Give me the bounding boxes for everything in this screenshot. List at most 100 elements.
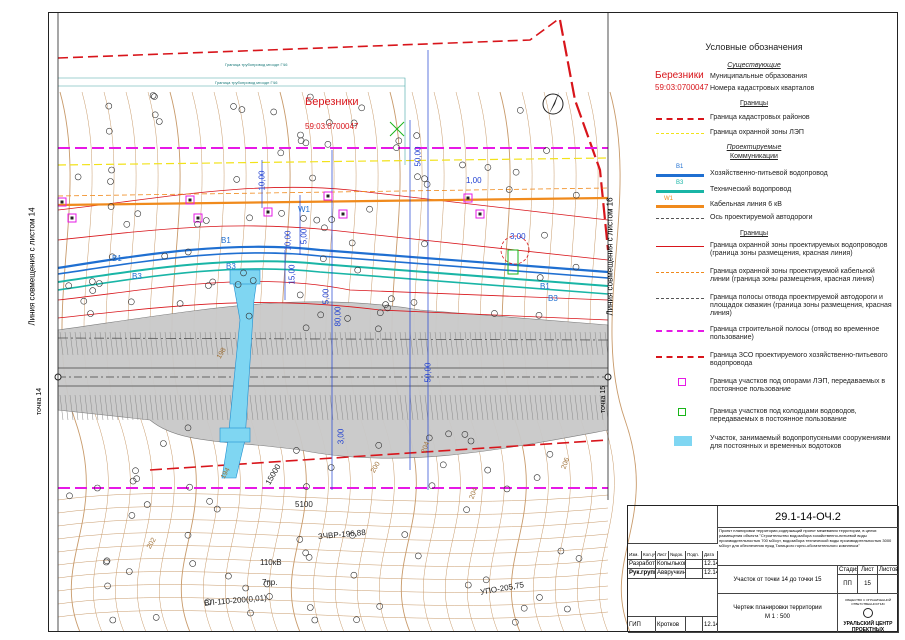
dim-label: 5,00 xyxy=(321,288,331,305)
tree-icon xyxy=(354,266,362,274)
stamp-code: 29.1-14-ОЧ.2 xyxy=(718,506,899,528)
tree-icon xyxy=(151,111,159,119)
stamp-row1-role: Разработал xyxy=(628,560,656,569)
tree-icon xyxy=(106,127,113,135)
tree-icon xyxy=(128,512,136,519)
hatch-line xyxy=(594,331,599,356)
bottom-label: 5100 xyxy=(295,500,313,509)
tree-icon xyxy=(410,299,418,306)
tree-icon xyxy=(425,434,433,442)
tree-icon xyxy=(143,501,151,508)
stamp-stage-header: Стадия xyxy=(838,566,858,575)
tree-icon xyxy=(129,477,137,485)
tree-icon xyxy=(533,474,541,481)
stamp-sheet-header: Лист xyxy=(858,566,878,575)
tree-icon xyxy=(505,186,513,193)
hatch-line xyxy=(449,394,454,421)
hatch-line xyxy=(274,394,279,421)
hatch-line xyxy=(349,394,354,421)
hatch-line xyxy=(264,331,269,356)
tree-icon xyxy=(376,309,384,317)
hatch-line xyxy=(379,394,384,421)
hatch-line xyxy=(539,331,544,356)
hatch-line xyxy=(269,394,274,421)
stamp-col-header: Подп. xyxy=(686,551,703,560)
hatch-line xyxy=(559,394,564,421)
hatch-line xyxy=(479,394,484,421)
tree-icon xyxy=(388,295,395,303)
hatch-line xyxy=(184,394,189,421)
tree-icon xyxy=(393,144,400,151)
tree-icon xyxy=(176,300,184,307)
contour-line xyxy=(125,91,153,633)
hatch-line xyxy=(519,331,524,356)
hatch-line xyxy=(419,394,424,421)
stamp-col-header: №док. xyxy=(669,551,686,560)
tree-icon xyxy=(344,315,351,322)
hatch-line xyxy=(269,331,274,356)
hatch-line xyxy=(369,394,374,421)
legend-swatch-b2 xyxy=(656,272,704,273)
stamp-row2-sign xyxy=(686,569,703,579)
hatch-line xyxy=(334,331,339,356)
hatch-line xyxy=(469,394,474,421)
dim-label: 10,00 xyxy=(283,230,293,251)
power-support-icon xyxy=(263,207,273,217)
tree-icon xyxy=(439,461,447,469)
hatch-line xyxy=(179,394,184,421)
contour-line xyxy=(57,506,609,515)
hatch-line xyxy=(69,331,74,356)
hatch-line xyxy=(184,331,189,356)
legend-borders-header: Границы xyxy=(740,100,768,107)
hatch-line xyxy=(469,331,474,356)
hatch-line xyxy=(604,331,609,356)
hatch-line xyxy=(309,331,314,356)
hatch-line xyxy=(159,331,164,356)
tree-icon xyxy=(152,614,160,621)
hatch-line xyxy=(74,331,79,356)
hatch-line xyxy=(309,394,314,421)
hatch-line xyxy=(249,394,254,421)
hatch-line xyxy=(589,331,594,356)
hatch-line xyxy=(89,331,94,356)
legend-b4: Граница строительной полосы (отвод во вр… xyxy=(710,326,880,341)
tree-icon xyxy=(543,147,550,154)
hatch-line xyxy=(344,394,349,421)
tree-icon xyxy=(309,174,316,182)
dim-label: 50,00 xyxy=(423,362,433,383)
dim-label: 10,00 xyxy=(257,170,267,191)
tree-icon xyxy=(161,252,168,260)
hatch-line xyxy=(459,331,464,356)
hatch-line xyxy=(149,331,154,356)
stamp-row1-name: Копылькова xyxy=(656,560,686,569)
hatch-line xyxy=(354,331,359,356)
hatch-line xyxy=(224,331,229,356)
hatch-line xyxy=(444,331,449,356)
dim-label: 15,00 xyxy=(287,264,297,285)
stamp-sheet-title: Участок от точки 14 до точки 15 xyxy=(718,566,838,594)
power-support-icon xyxy=(193,213,203,223)
north-arrow-icon xyxy=(542,92,564,115)
hatch-line xyxy=(454,394,459,421)
hatch-line xyxy=(414,331,419,356)
tree-icon xyxy=(238,106,246,113)
stamp-row2-name: Аввручкина xyxy=(656,569,686,579)
tree-icon xyxy=(107,203,115,210)
hatch-line xyxy=(294,331,299,356)
pipe-label: В3 xyxy=(548,294,558,303)
tree-icon xyxy=(382,301,389,308)
hatch-line xyxy=(104,331,109,356)
tree-icon xyxy=(503,485,511,493)
hatch-line xyxy=(219,394,224,421)
stamp-scale: М 1 : 500 xyxy=(764,614,790,620)
title-block: 29.1-14-ОЧ.2 Проект планировки территори… xyxy=(627,505,899,633)
power-support-icon xyxy=(338,209,348,219)
tree-icon xyxy=(184,531,192,539)
dim-label: 50,00 xyxy=(413,146,423,167)
hatch-line xyxy=(519,394,524,421)
tree-icon xyxy=(395,137,403,145)
legend-swatch-b7 xyxy=(678,408,686,416)
hatch-line xyxy=(544,394,549,421)
power-support-icon xyxy=(67,213,77,223)
